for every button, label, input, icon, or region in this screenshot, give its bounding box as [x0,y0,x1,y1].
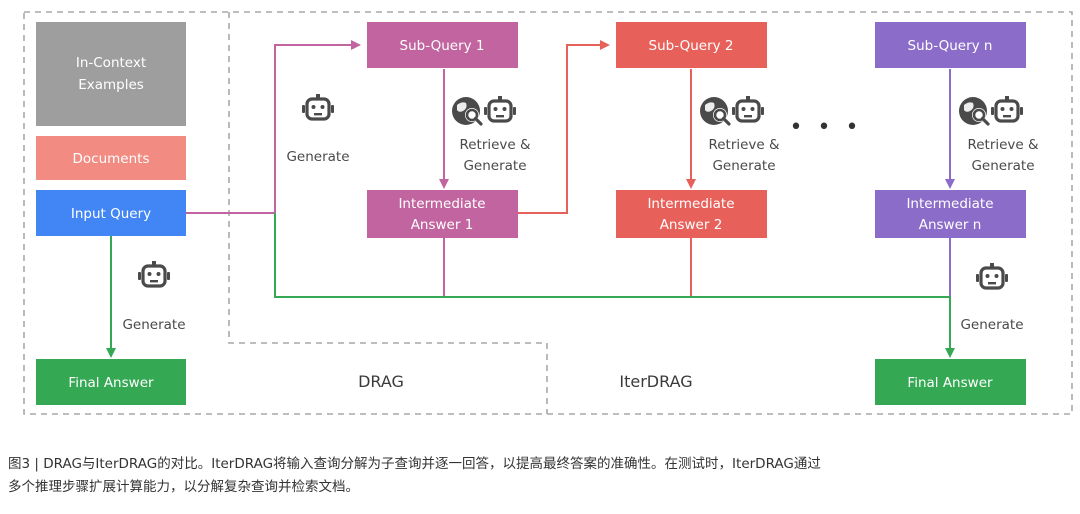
step1-retrieve-line2: Generate [463,158,526,174]
input-query-box [36,190,186,236]
steps-ellipsis: • • • [790,115,863,140]
drag-region-label: DRAG [358,372,404,391]
drag-final-answer-label: Final Answer [68,375,154,391]
step2-retrieve-line1: Retrieve & [708,137,780,153]
in-context-examples-box [36,22,186,126]
context-bus-line [274,213,950,298]
drag-generate-robot-icon [300,92,336,121]
subquery-2-label: Sub-Query 2 [649,38,734,54]
caption-line1: 图3 | DRAG与IterDRAG的对比。IterDRAG将输入查询分解为子查… [8,456,821,472]
answern-label-line1: Intermediate [906,196,993,212]
diagram-outer-border [23,11,1073,415]
answer1-to-subquery2-arrow [518,40,610,214]
figure-caption: 图3 | DRAG与IterDRAG的对比。IterDRAG将输入查询分解为子查… [8,453,1074,499]
iter-final-generate-label: Generate [960,317,1023,333]
intermediate-answer-1-box [367,190,518,238]
iter-final-answer-box [875,359,1026,405]
in-context-label-line2: Examples [78,77,144,93]
answern-label-line2: Answer n [919,217,982,233]
subquery-1-box [367,22,518,68]
step2-robot-icon [730,94,766,123]
intermediate-answer-n-box [875,190,1026,238]
input-query-label: Input Query [71,206,151,222]
documents-label: Documents [73,151,150,167]
answer1-label-line2: Answer 1 [411,217,474,233]
answer1-label-line1: Intermediate [398,196,485,212]
stepn-globe-search-icon [957,95,990,127]
intermediate-answer-2-box [616,190,767,238]
answer2-label-line1: Intermediate [647,196,734,212]
step1-retrieve-line1: Retrieve & [459,137,531,153]
step2-globe-search-icon [698,95,731,127]
answer2-label-line2: Answer 2 [660,217,723,233]
stepn-retrieve-line1: Retrieve & [967,137,1039,153]
subquery-n-box [875,22,1026,68]
input-to-subquery1-arrow [186,40,361,214]
drag-robot-icon [136,259,172,288]
step1-globe-search-icon [450,95,483,127]
iter-final-robot-icon [974,261,1010,290]
subquery-2-box [616,22,767,68]
stepn-robot-icon [989,94,1025,123]
step2-retrieve-line2: Generate [712,158,775,174]
stepn-retrieve-line2: Generate [971,158,1034,174]
caption-line2: 多个推理步骤扩展计算能力，以分解复杂查询并检索文档。 [8,479,359,495]
drag-final-generate-label: Generate [122,317,185,333]
in-context-label-line1: In-Context [76,55,146,71]
documents-box [36,136,186,180]
subquery-n-label: Sub-Query n [908,38,993,54]
step1-robot-icon [482,94,518,123]
drag-generate-label: Generate [286,149,349,165]
subquery-1-label: Sub-Query 1 [400,38,485,54]
iterdrag-region-label: IterDRAG [619,372,692,391]
drag-final-answer-box [36,359,186,405]
iter-final-answer-label: Final Answer [907,375,993,391]
drag-region-border [228,12,548,414]
drag-iterdrag-diagram: In-Context Examples Documents Input Quer… [23,11,1073,415]
